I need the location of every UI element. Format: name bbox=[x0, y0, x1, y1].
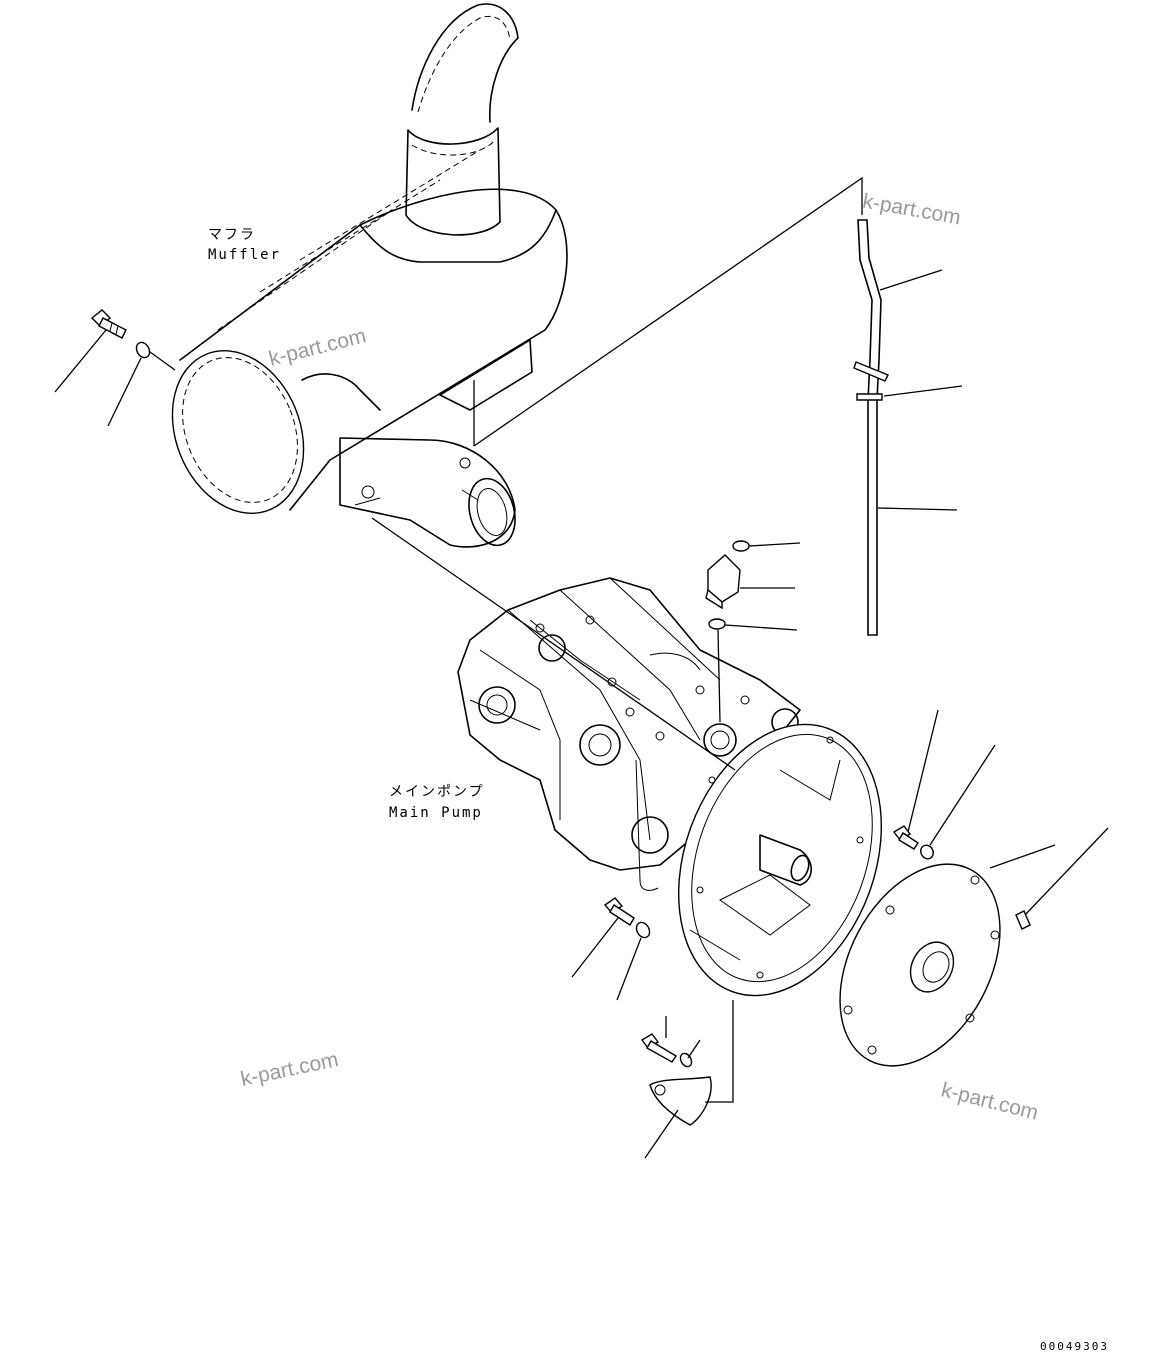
muffler-end-cap bbox=[171, 350, 305, 514]
document-number: 00049303 bbox=[1040, 1340, 1109, 1353]
o-ring-lower bbox=[708, 618, 726, 630]
pump-bolt-right bbox=[892, 825, 919, 850]
coupling-disc bbox=[839, 863, 1001, 1067]
pump-label-en: Main Pump bbox=[389, 805, 483, 821]
pump-washer-left bbox=[635, 921, 651, 939]
muffler-inlet-pipe bbox=[339, 437, 516, 548]
muffler-bolt bbox=[90, 309, 127, 339]
muffler-assembly bbox=[171, 3, 568, 548]
muffler-label-en: Muffler bbox=[208, 247, 282, 263]
main-pump-assembly bbox=[457, 577, 801, 891]
muffler-tailpipe bbox=[411, 3, 519, 123]
coupling-pin bbox=[1015, 910, 1031, 930]
elbow-fitting bbox=[705, 554, 741, 610]
cover-washer bbox=[679, 1052, 693, 1068]
dipstick-tube bbox=[853, 219, 889, 636]
muffler-tailpipe-lower bbox=[405, 127, 501, 236]
pump-label-jp: メインポンプ bbox=[389, 784, 485, 800]
pump-bolt-left bbox=[603, 897, 635, 926]
muffler-label-jp: マフラ bbox=[208, 227, 256, 243]
cover-bolt bbox=[640, 1033, 677, 1063]
leader-muffler-to-pump bbox=[371, 517, 736, 771]
o-ring-upper bbox=[732, 540, 750, 552]
muffler-washer bbox=[135, 341, 151, 359]
leader-muffler-to-tube bbox=[473, 176, 863, 447]
pump-washer-right bbox=[920, 844, 934, 860]
pump-flywheel-housing bbox=[677, 723, 883, 997]
pump-cover-plate bbox=[649, 1076, 712, 1126]
